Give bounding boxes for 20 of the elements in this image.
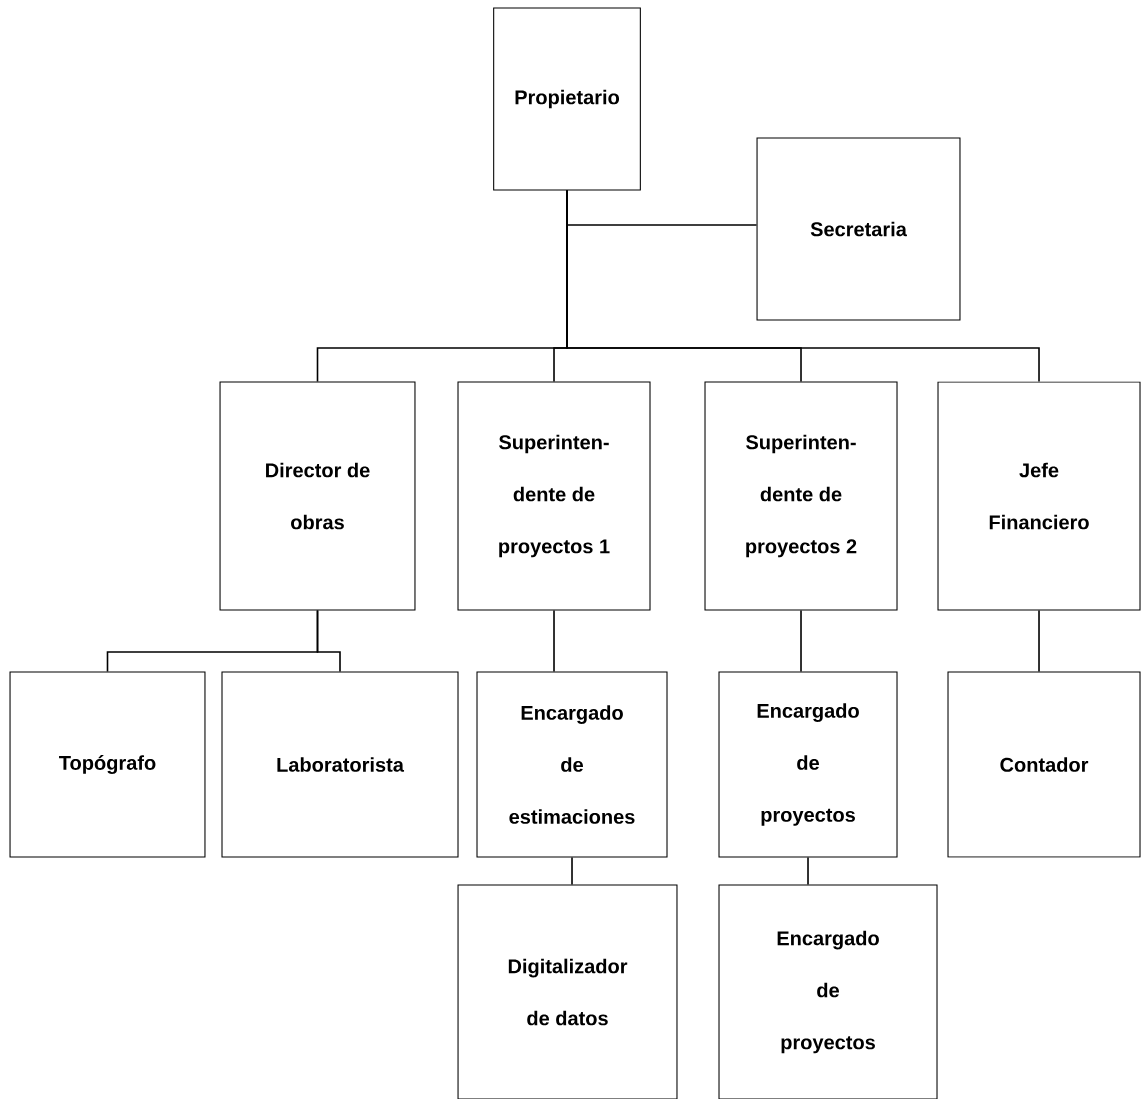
connector-line bbox=[566, 189, 1040, 383]
org-box: Director de obras bbox=[219, 381, 416, 611]
connector-line bbox=[807, 856, 809, 886]
connector-line bbox=[553, 609, 555, 673]
org-box: Propietario bbox=[493, 7, 641, 191]
org-box: Encargado de estimaciones bbox=[476, 671, 668, 858]
org-box: Laboratorista bbox=[221, 671, 459, 858]
connector-line bbox=[800, 609, 802, 673]
connector-line bbox=[1038, 609, 1040, 673]
org-box: Encargado de proyectos bbox=[718, 884, 938, 1099]
org-box: Topógrafo bbox=[9, 671, 206, 858]
org-box: Encargado de proyectos bbox=[718, 671, 898, 858]
org-box: Superinten- dente de proyectos 1 bbox=[457, 381, 651, 611]
org-box: Digitalizador de datos bbox=[457, 884, 678, 1099]
org-box: Jefe Financiero bbox=[937, 381, 1141, 611]
org-box: Secretaria bbox=[756, 137, 961, 321]
org-box: Contador bbox=[947, 671, 1141, 858]
connector-line bbox=[571, 856, 573, 886]
connector-line bbox=[316, 609, 341, 673]
org-box: Superinten- dente de proyectos 2 bbox=[704, 381, 898, 611]
